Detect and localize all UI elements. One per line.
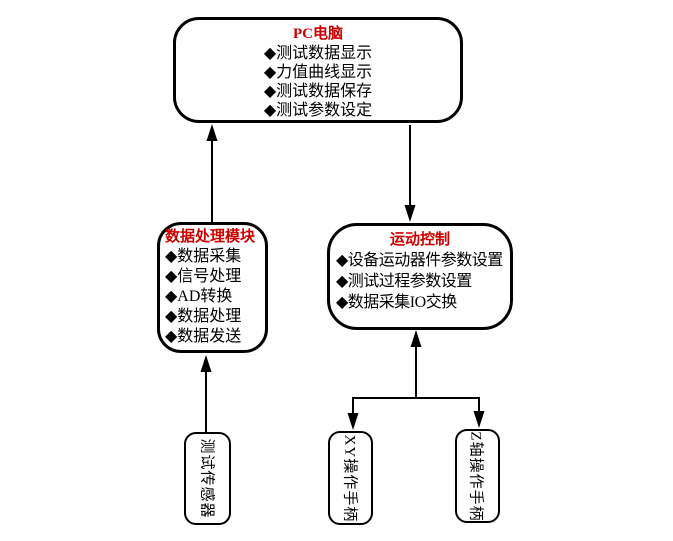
node-data-processing-module: 数据处理模块 ◆数据采集 ◆信号处理 ◆AD转换 ◆数据处理 ◆数据发送 bbox=[157, 222, 268, 353]
arrow-pc-to-motioncontrol bbox=[404, 125, 416, 222]
z-handle-label: Z轴操作手柄 bbox=[468, 430, 485, 522]
arrow-branch-to-motioncontrol bbox=[410, 330, 422, 398]
data-processing-title: 数据处理模块 bbox=[165, 229, 256, 245]
arrow-branch-to-zhandle bbox=[473, 397, 485, 428]
list-item: ◆测试参数设定 bbox=[263, 102, 373, 119]
arrow-sensor-to-dataprocessing bbox=[200, 355, 212, 432]
node-z-axis-operation-handle: Z轴操作手柄 bbox=[455, 429, 500, 523]
data-processing-item-list: ◆数据采集 ◆信号处理 ◆AD转换 ◆数据处理 ◆数据发送 bbox=[165, 247, 265, 347]
node-pc-computer: PC电脑 ◆测试数据显示 ◆力值曲线显示 ◆测试数据保存 ◆测试参数设定 bbox=[173, 17, 463, 123]
test-sensor-label: 测试传感器 bbox=[198, 438, 215, 519]
list-item: ◆力值曲线显示 bbox=[263, 64, 373, 81]
list-item: ◆数据发送 bbox=[165, 328, 242, 345]
node-xy-operation-handle: XY操作手柄 bbox=[328, 431, 373, 525]
list-item: ◆数据采集IO交换 bbox=[336, 294, 457, 311]
list-item: ◆测试数据显示 bbox=[263, 45, 373, 62]
motion-control-item-list: ◆设备运动器件参数设置 ◆测试过程参数设置 ◆数据采集IO交换 bbox=[330, 250, 510, 313]
node-test-sensor: 测试传感器 bbox=[184, 432, 231, 525]
arrow-branch-to-xyhandle bbox=[347, 397, 359, 430]
arrow-dataprocessing-to-pc bbox=[206, 124, 218, 222]
list-item: ◆信号处理 bbox=[165, 268, 242, 285]
list-item: ◆测试过程参数设置 bbox=[336, 273, 472, 290]
list-item: ◆数据采集 bbox=[165, 248, 242, 265]
list-item: ◆数据处理 bbox=[165, 308, 242, 325]
list-item: ◆设备运动器件参数设置 bbox=[336, 252, 503, 269]
pc-computer-item-list: ◆测试数据显示 ◆力值曲线显示 ◆测试数据保存 ◆测试参数设定 bbox=[264, 44, 372, 120]
list-item: ◆AD转换 bbox=[165, 288, 233, 305]
node-motion-control: 运动控制 ◆设备运动器件参数设置 ◆测试过程参数设置 ◆数据采集IO交换 bbox=[327, 223, 513, 330]
xy-handle-label: XY操作手柄 bbox=[341, 434, 358, 522]
pc-computer-title: PC电脑 bbox=[293, 26, 343, 42]
list-item: ◆测试数据保存 bbox=[263, 83, 373, 100]
motion-control-title: 运动控制 bbox=[389, 232, 450, 248]
